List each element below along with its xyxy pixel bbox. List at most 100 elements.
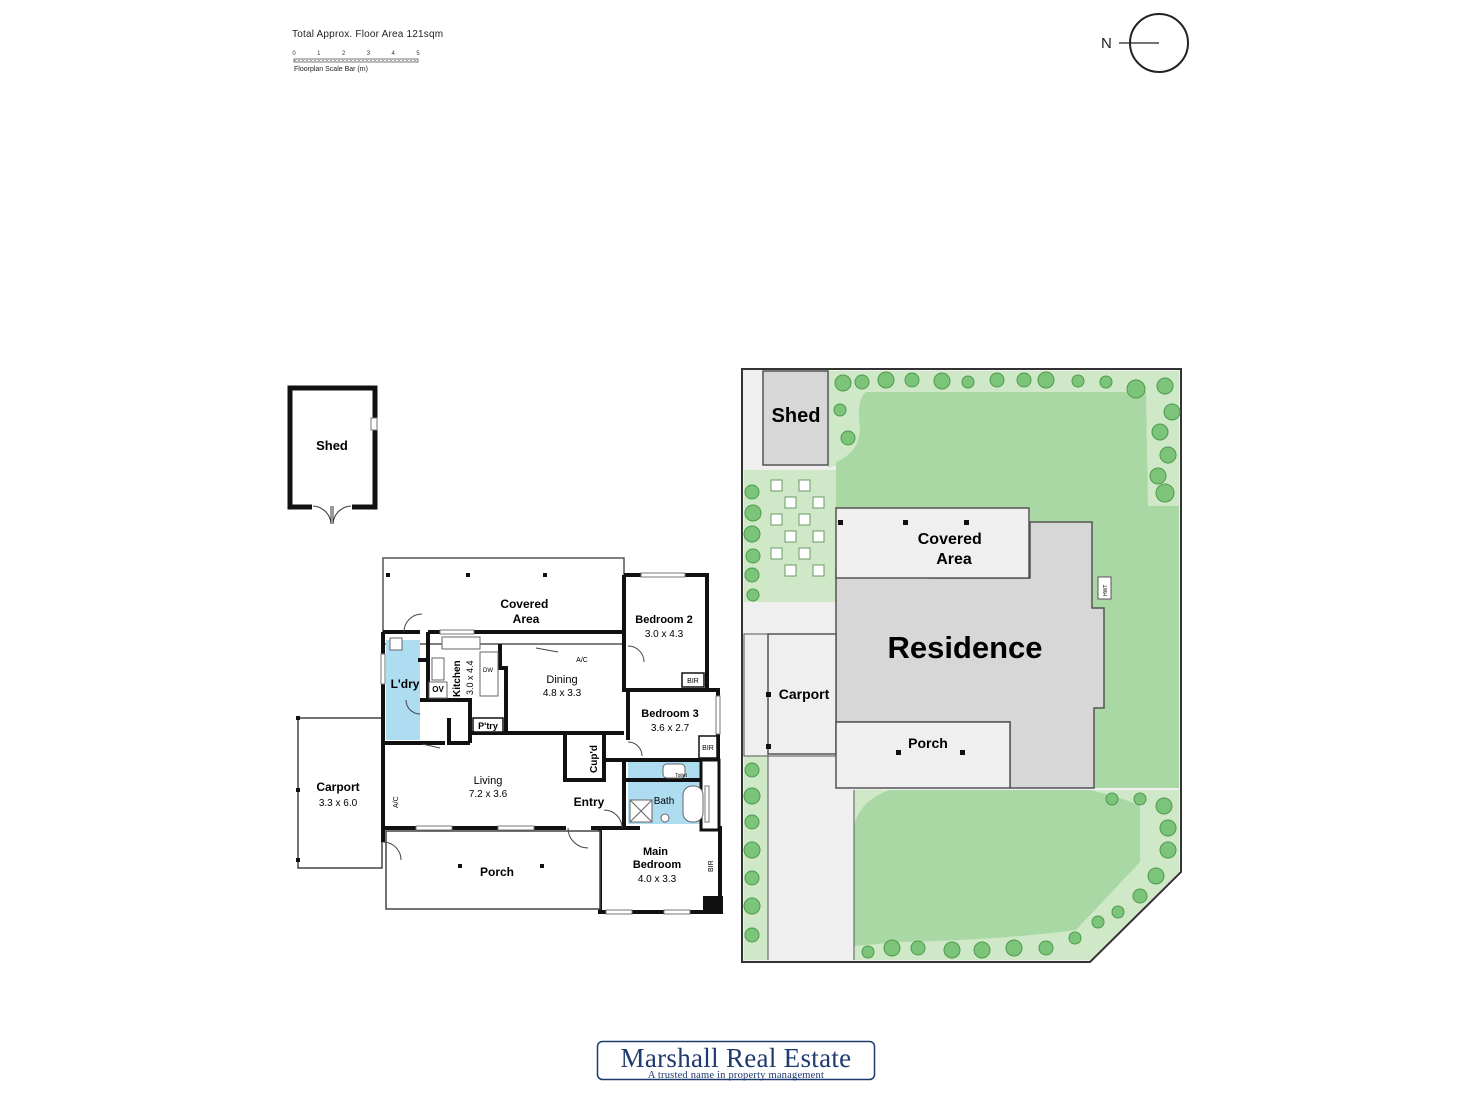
shrub [1091, 915, 1105, 929]
bedroom3-label: Bedroom 3 [641, 708, 698, 720]
floor-plan: Shed Carport 3.3 x 6.0 A/C Covered Area [287, 385, 723, 915]
shed-floorplan: Shed [287, 385, 378, 525]
covered-area-floorplan: Covered Area [382, 557, 625, 645]
cupboard-label: Cup'd [589, 745, 600, 773]
windows [380, 572, 721, 915]
shrub [1099, 375, 1113, 389]
bir-bedroom2-label: BIR [687, 678, 699, 685]
garden-shrubs [743, 371, 1181, 959]
shrub [961, 375, 975, 389]
dishwasher-label: DW [483, 668, 493, 674]
residence-label: Residence [887, 630, 1042, 665]
shrub [1038, 940, 1054, 956]
scale-caption: Floorplan Scale Bar (m) [294, 66, 368, 73]
shrub [877, 371, 895, 389]
carport-label: Carport [316, 780, 359, 794]
stepping-stones [770, 479, 825, 577]
dining-size: 4.8 x 3.3 [543, 688, 582, 699]
brand-name: Marshall Real Estate [620, 1043, 852, 1073]
shrub [1159, 819, 1177, 837]
shrub [1163, 403, 1181, 421]
shrub [1071, 374, 1085, 388]
stepping-stone [770, 513, 783, 526]
dining-label: Dining [546, 674, 577, 686]
stepping-stone [784, 530, 797, 543]
shrub [883, 939, 901, 957]
scale-tick-label: 4 [392, 51, 396, 57]
carport-size: 3.3 x 6.0 [319, 798, 358, 809]
shrub [943, 941, 961, 959]
bir-bedroom3-label: BIR [702, 745, 714, 752]
shrub [1156, 377, 1174, 395]
floor-area-title: Total Approx. Floor Area 121sqm [292, 29, 444, 40]
shrub [744, 927, 760, 943]
stepping-stone [798, 479, 811, 492]
shrub [910, 940, 926, 956]
ac-side-label: A/C [393, 796, 400, 808]
covered-area-label: Covered Area [500, 597, 551, 626]
kitchen-label: Kitchen [452, 660, 463, 697]
oven-label: OV [432, 685, 444, 694]
stepping-stone [784, 496, 797, 509]
carport-floorplan: Carport 3.3 x 6.0 A/C [296, 716, 400, 869]
stepping-stone [798, 547, 811, 560]
shrub [1159, 446, 1177, 464]
shrub [743, 897, 761, 915]
shrub [1005, 939, 1023, 957]
shrub [1151, 423, 1169, 441]
laundry-wet-area [386, 640, 420, 740]
bir-main-label: BIR [708, 860, 715, 872]
shrub [745, 548, 761, 564]
shrub [1155, 483, 1175, 503]
shrub [1159, 841, 1177, 859]
shrub [744, 484, 760, 500]
door-swings [382, 613, 645, 861]
shrub [854, 374, 870, 390]
shrub [840, 430, 856, 446]
shrub [834, 374, 852, 392]
site-porch-label: Porch [908, 735, 948, 751]
compass: N [1101, 13, 1189, 73]
site-shed-label: Shed [772, 405, 821, 427]
brand-logo: Marshall Real Estate A trusted name in p… [596, 1040, 876, 1084]
porch-floorplan: Porch [385, 830, 601, 910]
stepping-stone [798, 513, 811, 526]
site-carport-label: Carport [779, 686, 830, 702]
shrub [1111, 905, 1125, 919]
kitchen-size: 3.0 x 4.4 [465, 660, 475, 695]
shrub [861, 945, 875, 959]
scale-tick-label: 2 [342, 51, 346, 57]
shrub [1016, 372, 1032, 388]
shrub [1126, 379, 1146, 399]
bedroom2-label: Bedroom 2 [635, 614, 692, 626]
stepping-stone [770, 479, 783, 492]
shrub [1147, 867, 1165, 885]
shrub [1068, 931, 1082, 945]
shrub [1133, 792, 1147, 806]
shrub [744, 814, 760, 830]
living-label: Living [474, 775, 503, 787]
shrub [973, 941, 991, 959]
site-plan: Shed Covered Area Residence HWT Carport … [741, 368, 1182, 963]
shrub [746, 588, 760, 602]
bedroom3-size: 3.6 x 2.7 [651, 723, 690, 734]
stepping-stone [812, 530, 825, 543]
pantry-label: P'try [478, 721, 498, 731]
shrub [743, 841, 761, 859]
shrub [744, 762, 760, 778]
scale-tick-label: 0 [292, 51, 296, 57]
compass-north-label: N [1101, 35, 1112, 52]
entry-label: Entry [574, 795, 605, 809]
stepping-stone [812, 496, 825, 509]
hwt-label: HWT [1103, 585, 1109, 596]
porch-label: Porch [480, 865, 514, 879]
bedroom2-size: 3.0 x 4.3 [645, 629, 684, 640]
kitchen-fixtures [389, 636, 704, 823]
shrub [904, 372, 920, 388]
brand-tagline: A trusted name in property management [647, 1070, 825, 1081]
ac-top-label: A/C [576, 657, 588, 664]
shrub [1105, 792, 1119, 806]
laundry-label: L'dry [391, 677, 420, 691]
